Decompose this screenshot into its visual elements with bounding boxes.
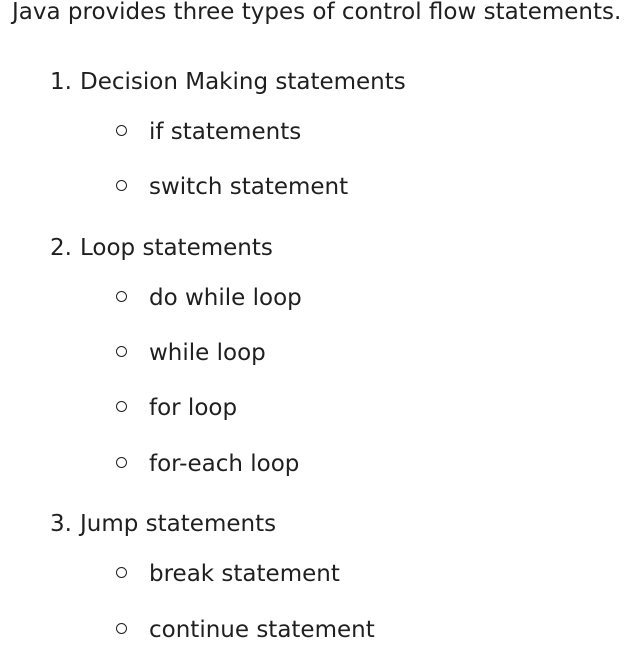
list-item-loop: 2. Loop statements — [50, 235, 273, 263]
hollow-circle-bullet-icon — [116, 457, 127, 468]
list-item-decision-making: 1. Decision Making statements — [50, 69, 406, 97]
list-item-number: 3. — [50, 511, 72, 537]
sub-item-label: continue statement — [149, 617, 375, 643]
sub-item-label: do while loop — [149, 285, 302, 311]
sub-item-switch: switch statement — [116, 174, 348, 202]
sub-item-label: if statements — [149, 119, 302, 145]
sub-item-label: for loop — [149, 395, 238, 421]
sub-item-continue: continue statement — [116, 617, 375, 645]
list-item-title: Jump statements — [80, 511, 277, 537]
sub-item-label: while loop — [149, 340, 266, 366]
sub-item-while: while loop — [116, 340, 266, 368]
hollow-circle-bullet-icon — [116, 623, 127, 634]
sub-item-for-each: for-each loop — [116, 451, 299, 479]
list-item-number: 1. — [50, 69, 72, 95]
hollow-circle-bullet-icon — [116, 180, 127, 191]
sub-item-break: break statement — [116, 561, 340, 589]
list-item-jump: 3. Jump statements — [50, 511, 276, 539]
hollow-circle-bullet-icon — [116, 125, 127, 136]
hollow-circle-bullet-icon — [116, 567, 127, 578]
list-item-title: Loop statements — [80, 235, 273, 261]
list-item-title: Decision Making statements — [80, 69, 406, 95]
sub-item-if: if statements — [116, 119, 301, 147]
hollow-circle-bullet-icon — [116, 401, 127, 412]
list-item-number: 2. — [50, 235, 72, 261]
intro-paragraph: Java provides three types of control flo… — [12, 0, 622, 25]
sub-item-do-while: do while loop — [116, 285, 302, 313]
sub-item-label: switch statement — [149, 174, 349, 200]
sub-item-label: for-each loop — [149, 451, 300, 477]
hollow-circle-bullet-icon — [116, 346, 127, 357]
hollow-circle-bullet-icon — [116, 291, 127, 302]
sub-item-label: break statement — [149, 561, 340, 587]
sub-item-for: for loop — [116, 395, 237, 423]
